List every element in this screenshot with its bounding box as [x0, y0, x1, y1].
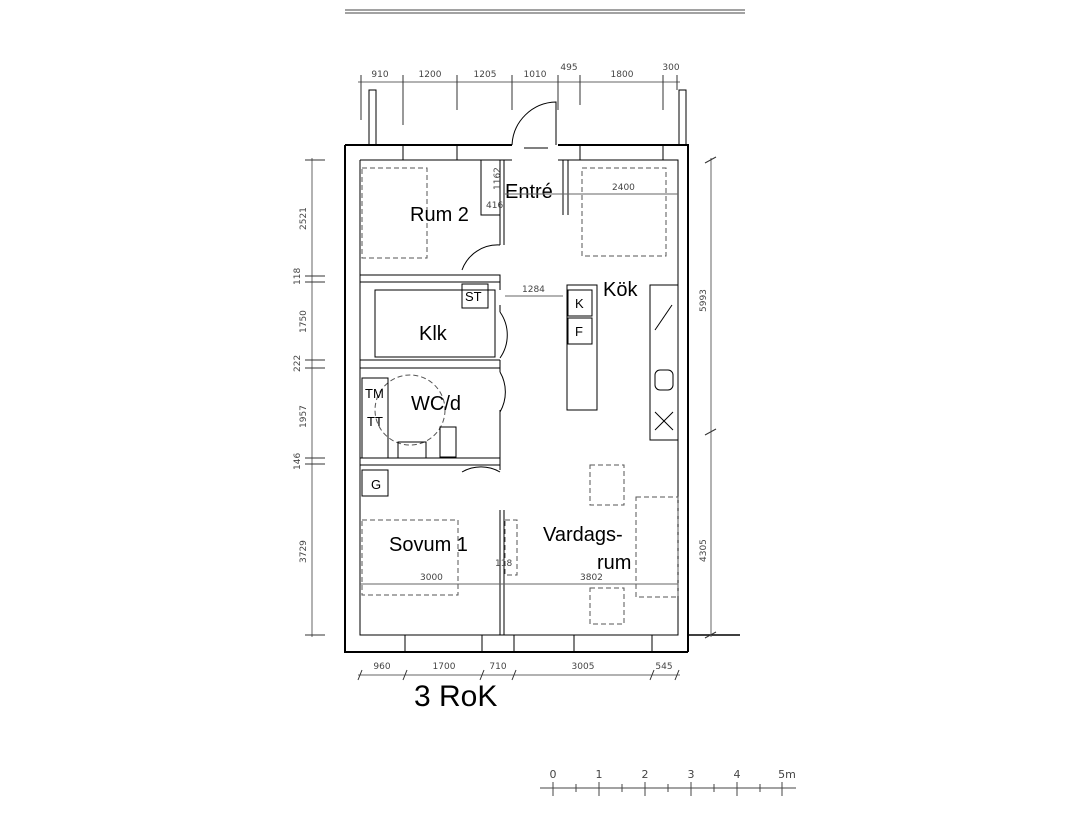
dim-top-7: 300 — [662, 63, 679, 73]
room-label-kok: Kök — [603, 279, 638, 301]
dim-top-4: 1010 — [524, 70, 547, 80]
dim-bottom-2: 1700 — [433, 662, 456, 672]
dim-left-7: 3729 — [299, 540, 309, 563]
dimension-line-top: 910 1200 1205 1010 495 1800 300 — [358, 63, 680, 125]
scale-label-5: 5m — [778, 768, 796, 781]
header-rule — [345, 9, 745, 14]
room-label-rum2: Rum 2 — [410, 204, 469, 226]
dim-top-5: 495 — [560, 63, 577, 73]
scale-label-3: 3 — [688, 768, 695, 781]
dim-bottom-1: 960 — [373, 662, 390, 672]
furniture — [361, 167, 679, 625]
dim-1162: 1162 — [493, 167, 503, 190]
room-label-klk: Klk — [419, 323, 448, 345]
dim-bottom-3: 710 — [489, 662, 506, 672]
dim-top-2: 1200 — [419, 70, 442, 80]
room-label-rum: rum — [597, 552, 631, 574]
scale-label-1: 1 — [596, 768, 603, 781]
scale-label-0: 0 — [550, 768, 557, 781]
fixture-label-g: G — [371, 477, 381, 492]
dim-416: 416 — [486, 201, 503, 211]
dim-left-3: 1750 — [299, 310, 309, 333]
dim-top-1: 910 — [371, 70, 388, 80]
dim-left-2: 118 — [293, 268, 303, 285]
dim-left-1: 2521 — [299, 207, 309, 230]
dim-bottom-4: 3005 — [572, 662, 595, 672]
dim-left-4: 222 — [293, 355, 303, 372]
room-label-vardags: Vardags- — [543, 524, 623, 546]
dimension-line-right: 5993 4305 — [699, 156, 717, 639]
fixture-label-k: K — [575, 296, 584, 311]
dim-bottom-5: 545 — [655, 662, 672, 672]
plan-title: 3 RoK — [414, 680, 497, 713]
outer-walls — [344, 144, 740, 653]
dim-3802: 3802 — [580, 573, 603, 583]
fixture-boxes — [361, 283, 593, 497]
scale-label-2: 2 — [642, 768, 649, 781]
dim-top-3: 1205 — [474, 70, 497, 80]
dim-left-6: 146 — [293, 453, 303, 470]
dim-3000: 3000 — [420, 573, 443, 583]
fixture-label-f: F — [575, 324, 583, 339]
fixture-label-tt: TT — [367, 414, 383, 429]
scale-bar: 0 1 2 3 4 5m — [540, 768, 796, 796]
fixture-label-st: ST — [465, 289, 482, 304]
scale-label-4: 4 — [734, 768, 741, 781]
dim-right-2: 4305 — [699, 539, 709, 562]
dim-2400: 2400 — [612, 183, 635, 193]
room-label-entre: Entré — [505, 181, 553, 203]
inner-dimensions: 1162 416 2400 1284 118 3000 3802 — [360, 167, 678, 585]
dimension-line-left: 2521 118 1750 222 1957 146 3729 — [293, 158, 325, 637]
dim-118: 118 — [495, 559, 512, 569]
dim-left-5: 1957 — [299, 405, 309, 428]
balcony-post-left — [368, 89, 377, 146]
dim-top-6: 1800 — [611, 70, 634, 80]
dim-right-1: 5993 — [699, 289, 709, 312]
balcony-post-right — [678, 89, 687, 146]
room-label-sovum1: Sovum 1 — [389, 534, 468, 556]
interior-walls — [360, 160, 569, 635]
entrance-door — [511, 101, 557, 149]
kitchen-fixtures — [566, 284, 679, 441]
fixture-label-tm: TM — [365, 386, 384, 401]
dim-1284: 1284 — [522, 285, 545, 295]
dimension-line-bottom: 960 1700 710 3005 545 — [357, 662, 680, 681]
room-label-wcd: WC/d — [411, 393, 461, 415]
